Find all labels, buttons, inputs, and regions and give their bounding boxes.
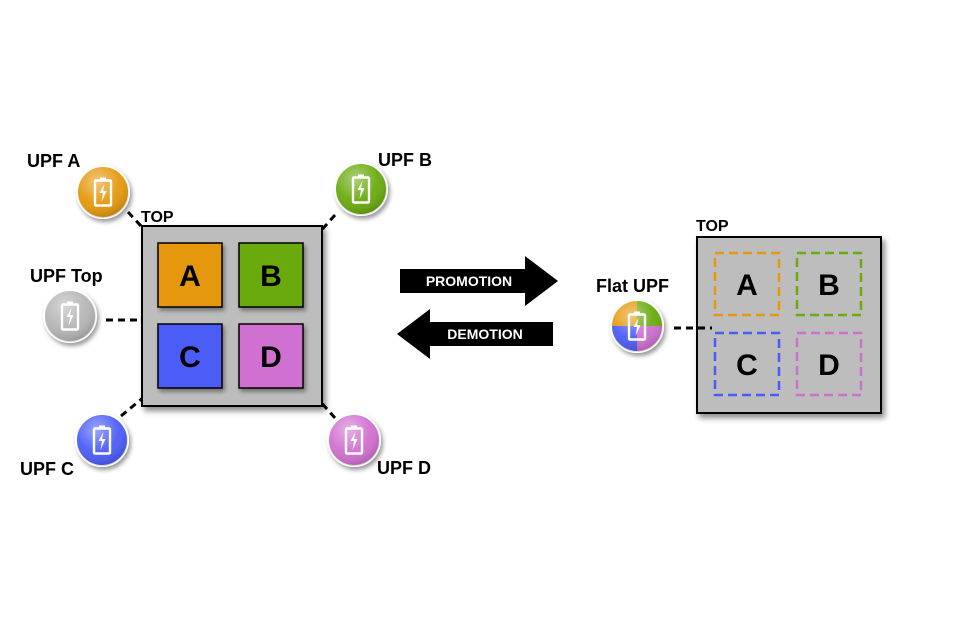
upf-a-label: UPF A bbox=[27, 151, 80, 171]
left-block-a: A bbox=[157, 242, 223, 308]
right-top-container bbox=[696, 236, 882, 414]
flat-upf-label: Flat UPF bbox=[596, 276, 669, 296]
left-block-a-label: A bbox=[179, 260, 201, 293]
upf-top-label: UPF Top bbox=[30, 266, 103, 286]
right-block-c bbox=[713, 331, 781, 397]
upf-d: UPF D bbox=[327, 413, 431, 478]
promotion-arrow: PROMOTION bbox=[400, 256, 558, 306]
right-top-label: TOP bbox=[696, 218, 729, 235]
upf-c-label: UPF C bbox=[20, 459, 74, 479]
demotion-arrow: DEMOTION bbox=[397, 309, 553, 359]
left-block-b-label: B bbox=[260, 260, 282, 293]
promotion-label: PROMOTION bbox=[426, 273, 512, 289]
upf-b: UPF B bbox=[334, 150, 432, 216]
upf-a: UPF A bbox=[27, 151, 130, 219]
right-flat-diagram: TOP A B C D Flat UPF bbox=[596, 218, 882, 414]
left-hierarchical-diagram: TOP A B C D bbox=[20, 150, 432, 479]
upf-b-label: UPF B bbox=[378, 150, 432, 170]
right-block-b-label: B bbox=[818, 269, 840, 302]
upf-d-label: UPF D bbox=[377, 458, 431, 478]
right-block-d-label: D bbox=[818, 349, 840, 382]
upf-top: UPF Top bbox=[30, 266, 103, 343]
flat-upf: Flat UPF bbox=[596, 276, 669, 353]
upf-c: UPF C bbox=[20, 413, 129, 479]
right-block-a-label: A bbox=[736, 269, 758, 302]
right-block-a bbox=[713, 251, 781, 317]
left-block-c: C bbox=[157, 323, 223, 389]
left-block-c-label: C bbox=[179, 341, 201, 374]
left-block-d: D bbox=[238, 323, 304, 389]
left-block-b: B bbox=[238, 242, 304, 308]
right-block-b bbox=[795, 251, 863, 317]
left-block-d-label: D bbox=[260, 341, 282, 374]
left-top-label: TOP bbox=[141, 209, 174, 226]
connector-upf-c bbox=[120, 390, 151, 418]
right-block-d bbox=[795, 331, 863, 397]
right-block-c-label: C bbox=[736, 349, 758, 382]
connector-upf-a bbox=[126, 210, 156, 242]
demotion-label: DEMOTION bbox=[447, 326, 522, 342]
